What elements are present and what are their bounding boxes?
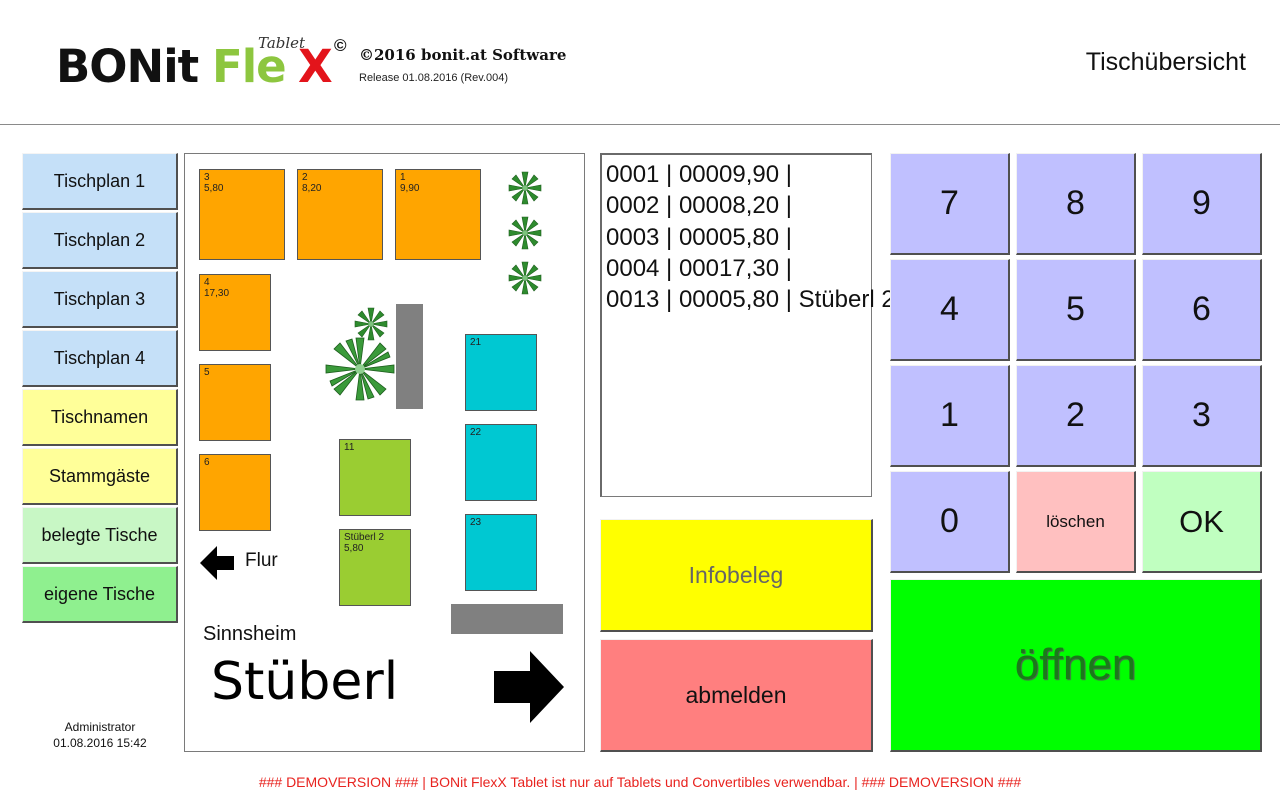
floor-plan: 3 5,80 2 8,20 1 9,90 4 17,30 5 6 11 Stüb… xyxy=(184,153,585,752)
table-amount: 17,30 xyxy=(204,288,230,299)
logo-tablet: Tablet xyxy=(258,34,306,52)
copyright-text: ©2016 bonit.at Software xyxy=(359,46,567,64)
table-1[interactable]: 1 9,90 xyxy=(395,169,481,260)
nav-tischplan-4[interactable]: Tischplan 4 xyxy=(22,330,178,387)
app-logo: BONit Fle X Tablet © xyxy=(56,34,356,93)
table-21[interactable]: 21 xyxy=(465,334,537,411)
list-item[interactable]: 0013 | 00005,80 | Stüberl 2 xyxy=(606,286,895,314)
plant-icon xyxy=(325,337,395,401)
table-number: 3 xyxy=(204,172,210,183)
flur-label: Flur xyxy=(245,550,278,571)
table-23[interactable]: 23 xyxy=(465,514,537,591)
plant-icon xyxy=(508,216,542,250)
user-name: Administrator xyxy=(64,720,136,734)
table-number: 23 xyxy=(470,517,482,528)
demo-notice: ### DEMOVERSION ### | BONit FlexX Tablet… xyxy=(258,774,1022,790)
list-item[interactable]: 0002 | 00008,20 | xyxy=(606,192,792,220)
key-8[interactable]: 8 xyxy=(1016,153,1136,255)
open-tables-list[interactable]: 0001 | 00009,90 | 0002 | 00008,20 | 0003… xyxy=(600,153,895,497)
table-number: 21 xyxy=(470,337,482,348)
nav-eigene-tische[interactable]: eigene Tische xyxy=(22,566,178,623)
arrow-left-icon xyxy=(200,546,234,580)
infobeleg-button[interactable]: Infobeleg xyxy=(600,519,873,632)
location-label: Sinnsheim xyxy=(203,623,297,645)
table-stueberl-2[interactable]: Stüberl 2 5,80 xyxy=(339,529,411,606)
ok-button[interactable]: OK xyxy=(1142,471,1262,573)
table-6[interactable]: 6 xyxy=(199,454,271,531)
table-number: 4 xyxy=(204,277,210,288)
logo-bonit: BONit xyxy=(56,40,199,93)
list-item[interactable]: 0004 | 00017,30 | xyxy=(606,254,792,282)
logo-x: X xyxy=(298,40,333,93)
nav-tischplan-1[interactable]: Tischplan 1 xyxy=(22,153,178,210)
nav-tischplan-2[interactable]: Tischplan 2 xyxy=(22,212,178,269)
user-datetime: 01.08.2016 15:42 xyxy=(53,736,147,750)
table-22[interactable]: 22 xyxy=(465,424,537,501)
table-number: 1 xyxy=(400,172,406,183)
plan-name: Stüberl xyxy=(211,652,399,712)
key-9[interactable]: 9 xyxy=(1142,153,1262,255)
table-5[interactable]: 5 xyxy=(199,364,271,441)
list-item[interactable]: 0001 | 00009,90 | xyxy=(606,161,792,188)
table-amount: 8,20 xyxy=(302,183,322,194)
table-number: 11 xyxy=(344,442,355,453)
table-4[interactable]: 4 17,30 xyxy=(199,274,271,351)
table-11[interactable]: 11 xyxy=(339,439,411,516)
table-amount: 5,80 xyxy=(344,543,364,554)
table-number: 5 xyxy=(204,367,210,378)
key-0[interactable]: 0 xyxy=(890,471,1010,573)
table-number: Stüberl 2 xyxy=(344,532,385,543)
nav-tischplan-3[interactable]: Tischplan 3 xyxy=(22,271,178,328)
release-text: Release 01.08.2016 (Rev.004) xyxy=(359,72,509,84)
arrow-right-icon[interactable] xyxy=(494,651,564,723)
key-1[interactable]: 1 xyxy=(890,365,1010,467)
table-amount: 9,90 xyxy=(400,183,420,194)
table-amount: 5,80 xyxy=(204,183,224,194)
key-6[interactable]: 6 xyxy=(1142,259,1262,361)
table-3[interactable]: 3 5,80 xyxy=(199,169,285,260)
table-2[interactable]: 2 8,20 xyxy=(297,169,383,260)
wall-bar xyxy=(451,604,563,634)
table-number: 6 xyxy=(204,457,210,468)
key-2[interactable]: 2 xyxy=(1016,365,1136,467)
logo-copyright-mark: © xyxy=(334,36,347,55)
list-item[interactable]: 0003 | 00005,80 | xyxy=(606,223,792,251)
plant-icon xyxy=(508,261,542,295)
key-3[interactable]: 3 xyxy=(1142,365,1262,467)
logo-flex: Fle xyxy=(212,40,287,93)
header: BONit Fle X Tablet © ©2016 bonit.at Soft… xyxy=(0,0,1280,125)
nav-stammgaeste[interactable]: Stammgäste xyxy=(22,448,178,505)
logout-button[interactable]: abmelden xyxy=(600,639,873,752)
open-button[interactable]: öffnen xyxy=(890,579,1262,752)
nav-belegte-tische[interactable]: belegte Tische xyxy=(22,507,178,564)
key-7[interactable]: 7 xyxy=(890,153,1010,255)
plant-icon xyxy=(508,171,542,205)
plant-icon xyxy=(354,307,388,341)
key-4[interactable]: 4 xyxy=(890,259,1010,361)
wall-divider xyxy=(396,304,423,409)
key-5[interactable]: 5 xyxy=(1016,259,1136,361)
nav-tischnamen[interactable]: Tischnamen xyxy=(22,389,178,446)
screen-title: Tischübersicht xyxy=(1085,48,1246,76)
table-number: 22 xyxy=(470,427,482,438)
clear-button[interactable]: löschen xyxy=(1016,471,1136,573)
table-number: 2 xyxy=(302,172,308,183)
